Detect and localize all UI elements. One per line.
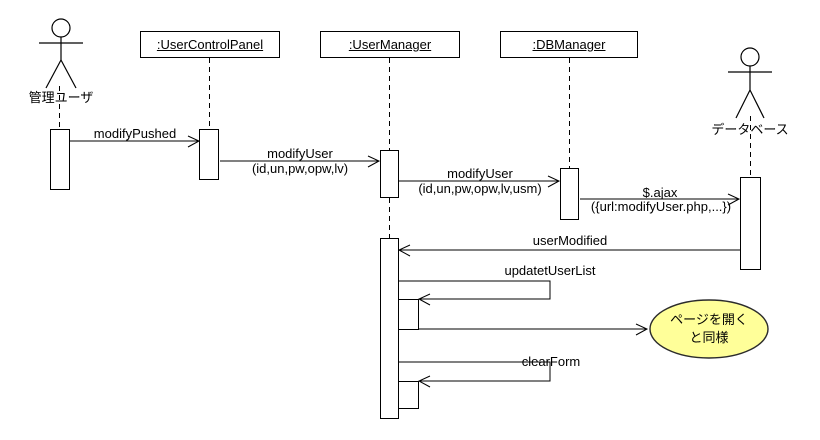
note-text: ページを開く と同様 — [670, 311, 748, 347]
object-box-usermanager: :UserManager — [320, 31, 460, 58]
activation-usermanager-2 — [380, 238, 399, 419]
arrowhead-usermodified — [397, 244, 411, 257]
object-label-dbmanager: :DBManager — [532, 37, 606, 52]
arrowhead-to-note — [635, 323, 649, 336]
message-args-modifyuser-2: (id,un,pw,opw,lv,usm) — [418, 181, 542, 196]
object-box-usercontrolpanel: :UserControlPanel — [140, 31, 280, 58]
message-args-ajax: ({url:modifyUser.php,...}) — [590, 199, 732, 214]
actor-admin-label: 管理ユーザ — [28, 90, 94, 105]
message-line-clearform-self — [398, 361, 551, 382]
note-text-line1: ページを開く — [670, 312, 748, 327]
message-label-modifyuser-1: modifyUser — [267, 146, 333, 161]
message-label-clearform: clearForm — [521, 354, 581, 369]
actor-database-label: データベース — [711, 122, 789, 137]
arrowhead-modifyuser-1 — [367, 155, 381, 168]
actor-database-icon — [728, 47, 772, 119]
object-label-usercontrolpanel: :UserControlPanel — [156, 37, 264, 52]
message-args-modifyuser-1: (id,un,pw,opw,lv) — [251, 161, 349, 176]
activation-usermanager-nested-1 — [398, 299, 419, 330]
object-box-dbmanager: :DBManager — [500, 31, 638, 58]
arrowhead-updateuserlist — [417, 293, 431, 306]
arrowhead-ajax — [727, 193, 741, 206]
activation-usermanager-nested-2 — [398, 381, 419, 409]
arrowhead-clearform — [417, 375, 431, 388]
message-label-updateuserlist: updatetUserList — [504, 263, 596, 278]
message-label-ajax: $.ajax — [642, 185, 678, 200]
activation-usermanager-1 — [380, 150, 399, 198]
arrowhead-modifyuser-2 — [547, 175, 561, 188]
message-label-modifyuser-2: modifyUser — [447, 166, 513, 181]
message-line-updateuserlist-self — [398, 280, 551, 300]
activation-admin — [50, 129, 70, 190]
note-ellipse — [649, 299, 769, 359]
object-label-usermanager: :UserManager — [348, 37, 432, 52]
actor-admin-icon — [39, 18, 83, 89]
activation-usercontrolpanel — [199, 129, 219, 180]
activation-dbmanager — [560, 168, 579, 220]
activation-database — [740, 177, 761, 270]
message-label-modifypushed: modifyPushed — [93, 126, 177, 141]
note-text-line2: と同様 — [689, 330, 729, 345]
message-label-usermodified: userModified — [532, 233, 608, 248]
